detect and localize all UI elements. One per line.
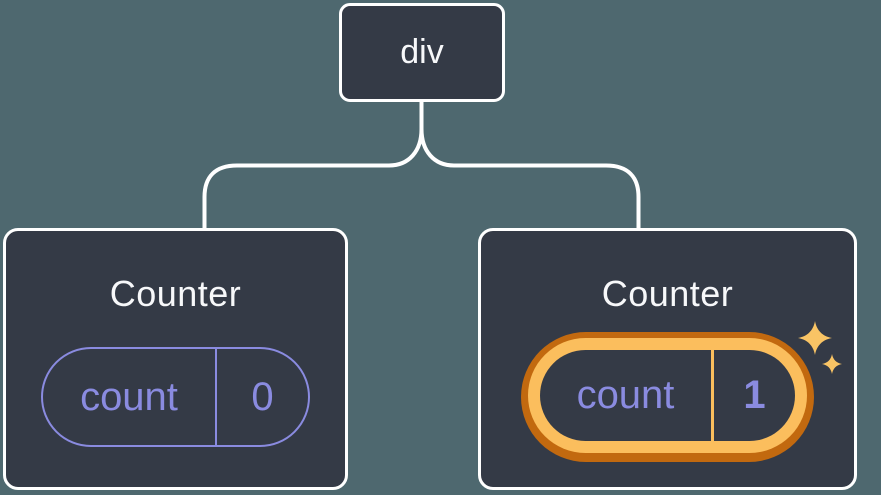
counter-title: Counter — [601, 273, 734, 314]
state-pill-highlighted: count 1 — [521, 332, 814, 462]
counter-card-left: Counter count 0 — [3, 228, 348, 490]
counter-card-right: Counter count 1 — [478, 228, 857, 490]
state-pill: count 0 — [41, 347, 310, 447]
counter-title: Counter — [109, 273, 242, 314]
root-node-div: div — [339, 3, 505, 102]
sparkle-icon — [822, 354, 842, 374]
state-pill-highlight-ring: count 1 — [528, 338, 807, 453]
connector-branch-right — [419, 128, 641, 229]
state-name-label: count — [80, 374, 178, 419]
state-name-label: count — [576, 373, 675, 417]
state-pill-inner: count 1 — [540, 350, 795, 441]
connector-branch-left — [202, 128, 424, 229]
sparkle-icon — [798, 321, 832, 355]
sparkles-icon — [798, 321, 842, 374]
root-node-label: div — [400, 33, 444, 71]
state-value: 1 — [711, 350, 795, 441]
state-value: 0 — [215, 349, 308, 445]
